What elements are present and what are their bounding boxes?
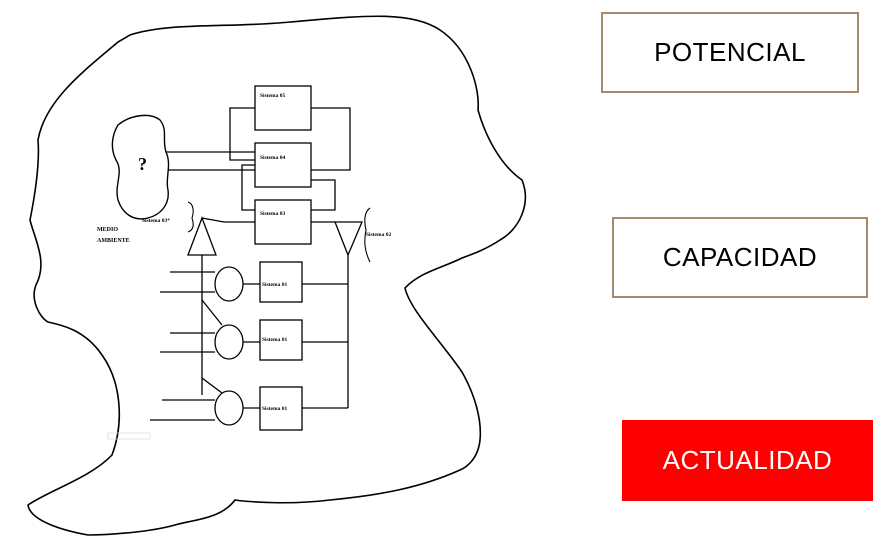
- sistema-01-label-2: Sistema 01: [262, 337, 287, 343]
- potencial-box: POTENCIAL: [601, 12, 859, 93]
- capacidad-box: CAPACIDAD: [612, 217, 868, 298]
- actualidad-box: ACTUALIDAD: [622, 420, 873, 501]
- sistema-03-star-brace: [187, 201, 194, 233]
- medio-ambiente-label-1: MEDIO: [97, 227, 118, 233]
- sistema-02-triangle: [334, 221, 363, 257]
- sistema-04-box: [254, 142, 312, 188]
- operation-circle-3: [214, 390, 244, 426]
- medio-ambiente-label-2: AMBIENTE: [97, 238, 130, 244]
- sistema-01-box-2: [259, 319, 303, 361]
- faint-artifact: [107, 432, 151, 440]
- sistema-03-box: [254, 199, 312, 245]
- sistema-03-star-label: Sistema 03*: [142, 218, 170, 224]
- operation-circle-2: [214, 324, 244, 360]
- environment-blob: [111, 114, 170, 220]
- actualidad-label: ACTUALIDAD: [662, 445, 833, 475]
- potencial-label: POTENCIAL: [654, 37, 806, 67]
- sistema-03-star-triangle: [187, 216, 217, 256]
- sistema-05-loop-right: [311, 107, 351, 171]
- viable-system-diagram: ? MEDIO AMBIENTE Sistema 05 Sistema 04 S…: [27, 15, 527, 536]
- op1-op2-diagonal: [201, 299, 223, 326]
- sistema-01-box-1: [259, 261, 303, 303]
- sistema-03-label: Sistema 03: [260, 211, 285, 217]
- sistema-05-box: [254, 85, 312, 131]
- sistema-04-loop-right: [311, 179, 336, 211]
- sistema-01-label-1: Sistema 01: [262, 282, 287, 288]
- sistema-02-label: Sistema 02: [366, 232, 391, 238]
- link-03-left-triangle: [201, 217, 255, 223]
- op2-op3-diagonal: [201, 377, 223, 394]
- sistema-01-label-3: Sistema 01: [262, 406, 287, 412]
- sistema-04-label: Sistema 04: [260, 155, 285, 161]
- head-silhouette: [27, 15, 527, 536]
- sistema-02-brace: [364, 207, 371, 263]
- operation-circle-1: [214, 266, 244, 302]
- sistema-05-loop: [229, 107, 255, 161]
- sistema-05-label: Sistema 05: [260, 93, 285, 99]
- question-mark: ?: [138, 154, 147, 174]
- capacidad-label: CAPACIDAD: [662, 242, 818, 272]
- sistema-04-loop-left: [241, 164, 255, 211]
